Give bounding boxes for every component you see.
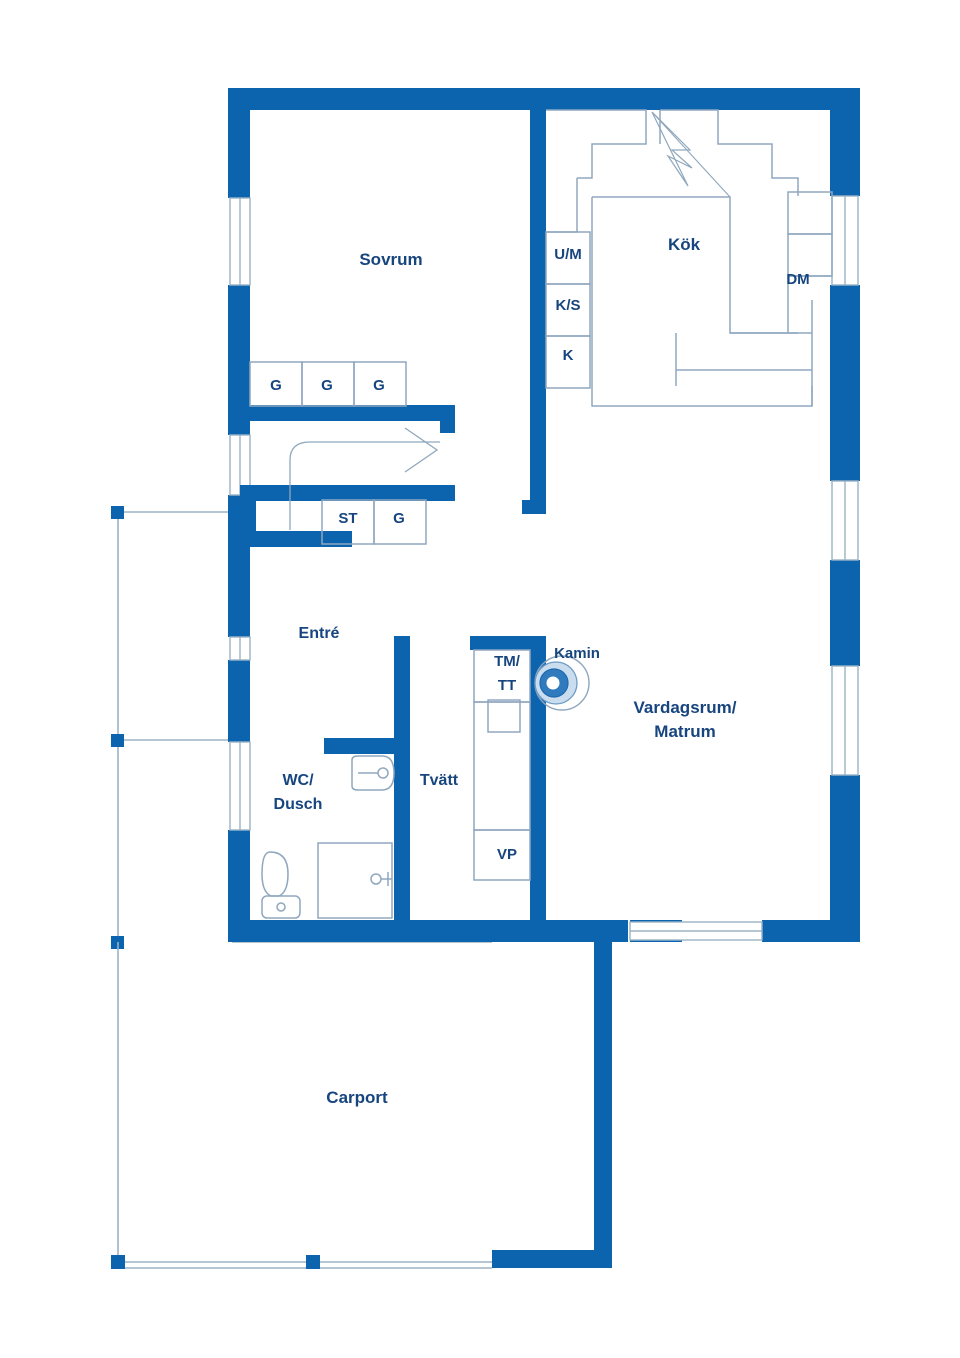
fireplace-icon	[534, 655, 590, 711]
interior-walls	[240, 110, 612, 1268]
room-label-carport: Carport	[326, 1088, 388, 1107]
appliance-label-tm-line1: TM/	[494, 653, 521, 670]
appliance-label-tm-line2: TT	[498, 677, 516, 694]
room-label-vardagsrum-line1: Vardagsrum/	[634, 698, 737, 717]
appliance-label-um: U/M	[554, 246, 582, 263]
room-labels: Sovrum Kök Entré WC/ Dusch Tvätt Kamin V…	[274, 235, 737, 1107]
terrace-posts	[111, 506, 124, 949]
appliance-label-g2: G	[321, 377, 333, 394]
appliance-label-ks: K/S	[555, 297, 580, 314]
room-label-entre: Entré	[299, 625, 340, 642]
appliance-label-dm: DM	[786, 271, 809, 288]
room-label-kamin: Kamin	[554, 645, 600, 662]
appliance-label-st: ST	[338, 510, 357, 527]
appliance-label-g4: G	[393, 510, 405, 527]
room-label-vardagsrum-line2: Matrum	[654, 722, 715, 741]
room-label-wc-dusch-line2: Dusch	[274, 796, 323, 813]
room-label-tvatt: Tvätt	[420, 772, 459, 789]
appliance-label-g3: G	[373, 377, 385, 394]
appliance-labels: U/M K/S K DM G G G ST G TM/ TT VP	[270, 246, 810, 863]
carport-posts	[111, 1255, 320, 1269]
appliance-label-vp: VP	[497, 846, 517, 863]
terrace-outline	[117, 511, 232, 942]
appliance-label-g1: G	[270, 377, 282, 394]
exterior-walls	[228, 88, 860, 942]
windows	[229, 195, 859, 941]
appliance-label-k: K	[563, 347, 574, 364]
room-label-wc-dusch-line1: WC/	[282, 772, 314, 789]
fixtures	[249, 109, 833, 919]
room-label-sovrum: Sovrum	[359, 250, 422, 269]
room-label-kok: Kök	[668, 235, 701, 254]
